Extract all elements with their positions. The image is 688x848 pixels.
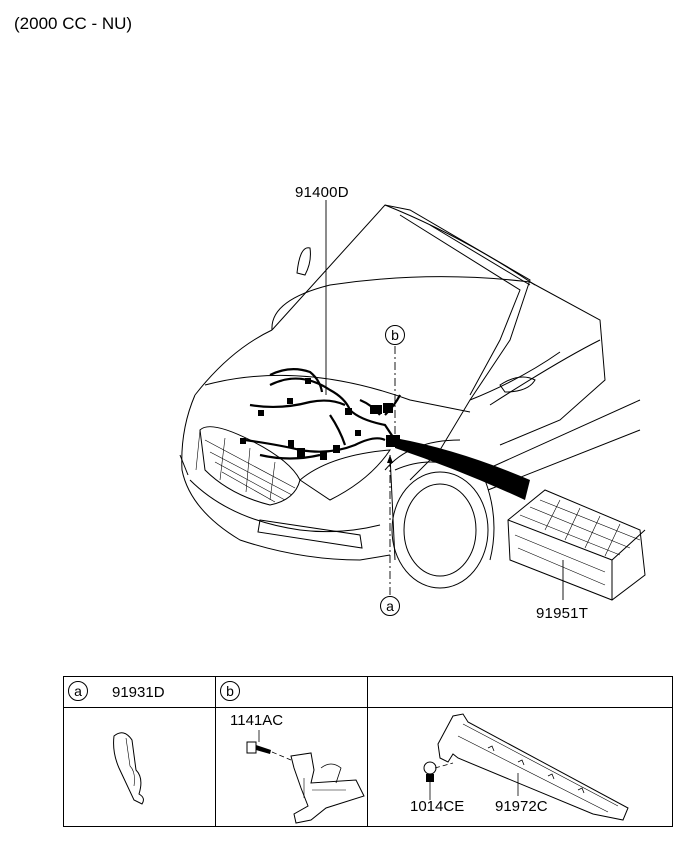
legend-header-a: a 91931D xyxy=(63,676,216,708)
harness-part-label: 91400D xyxy=(295,184,349,201)
legend-tag-a: a xyxy=(68,681,88,701)
legend-header-b: b xyxy=(215,676,368,708)
bolt-1014ce-label: 1014CE xyxy=(410,798,465,815)
parts-legend-table: a 91931D b 1141AC xyxy=(63,676,673,827)
bracket-bolt-illustration xyxy=(246,730,365,824)
engine-spec-label: (2000 CC - NU) xyxy=(14,14,133,33)
callout-b: b xyxy=(385,325,405,345)
protector-91972c-label: 91972C xyxy=(495,798,548,815)
legend-cell-c: 1014CE 91972C xyxy=(367,707,673,827)
car-illustration xyxy=(179,200,646,601)
bolt-1141ac-label: 1141AC xyxy=(230,712,284,729)
legend-part-a: 91931D xyxy=(112,684,165,701)
bracket-91931d-illustration xyxy=(113,732,144,805)
callout-a: a xyxy=(380,596,400,616)
protector-91972c-illustration xyxy=(423,713,629,821)
junction-box-part-label: 91951T xyxy=(536,605,589,622)
legend-cell-a xyxy=(63,707,216,827)
legend-cell-b: 1141AC xyxy=(215,707,368,827)
legend-header-c xyxy=(367,676,673,708)
legend-tag-b: b xyxy=(220,681,240,701)
